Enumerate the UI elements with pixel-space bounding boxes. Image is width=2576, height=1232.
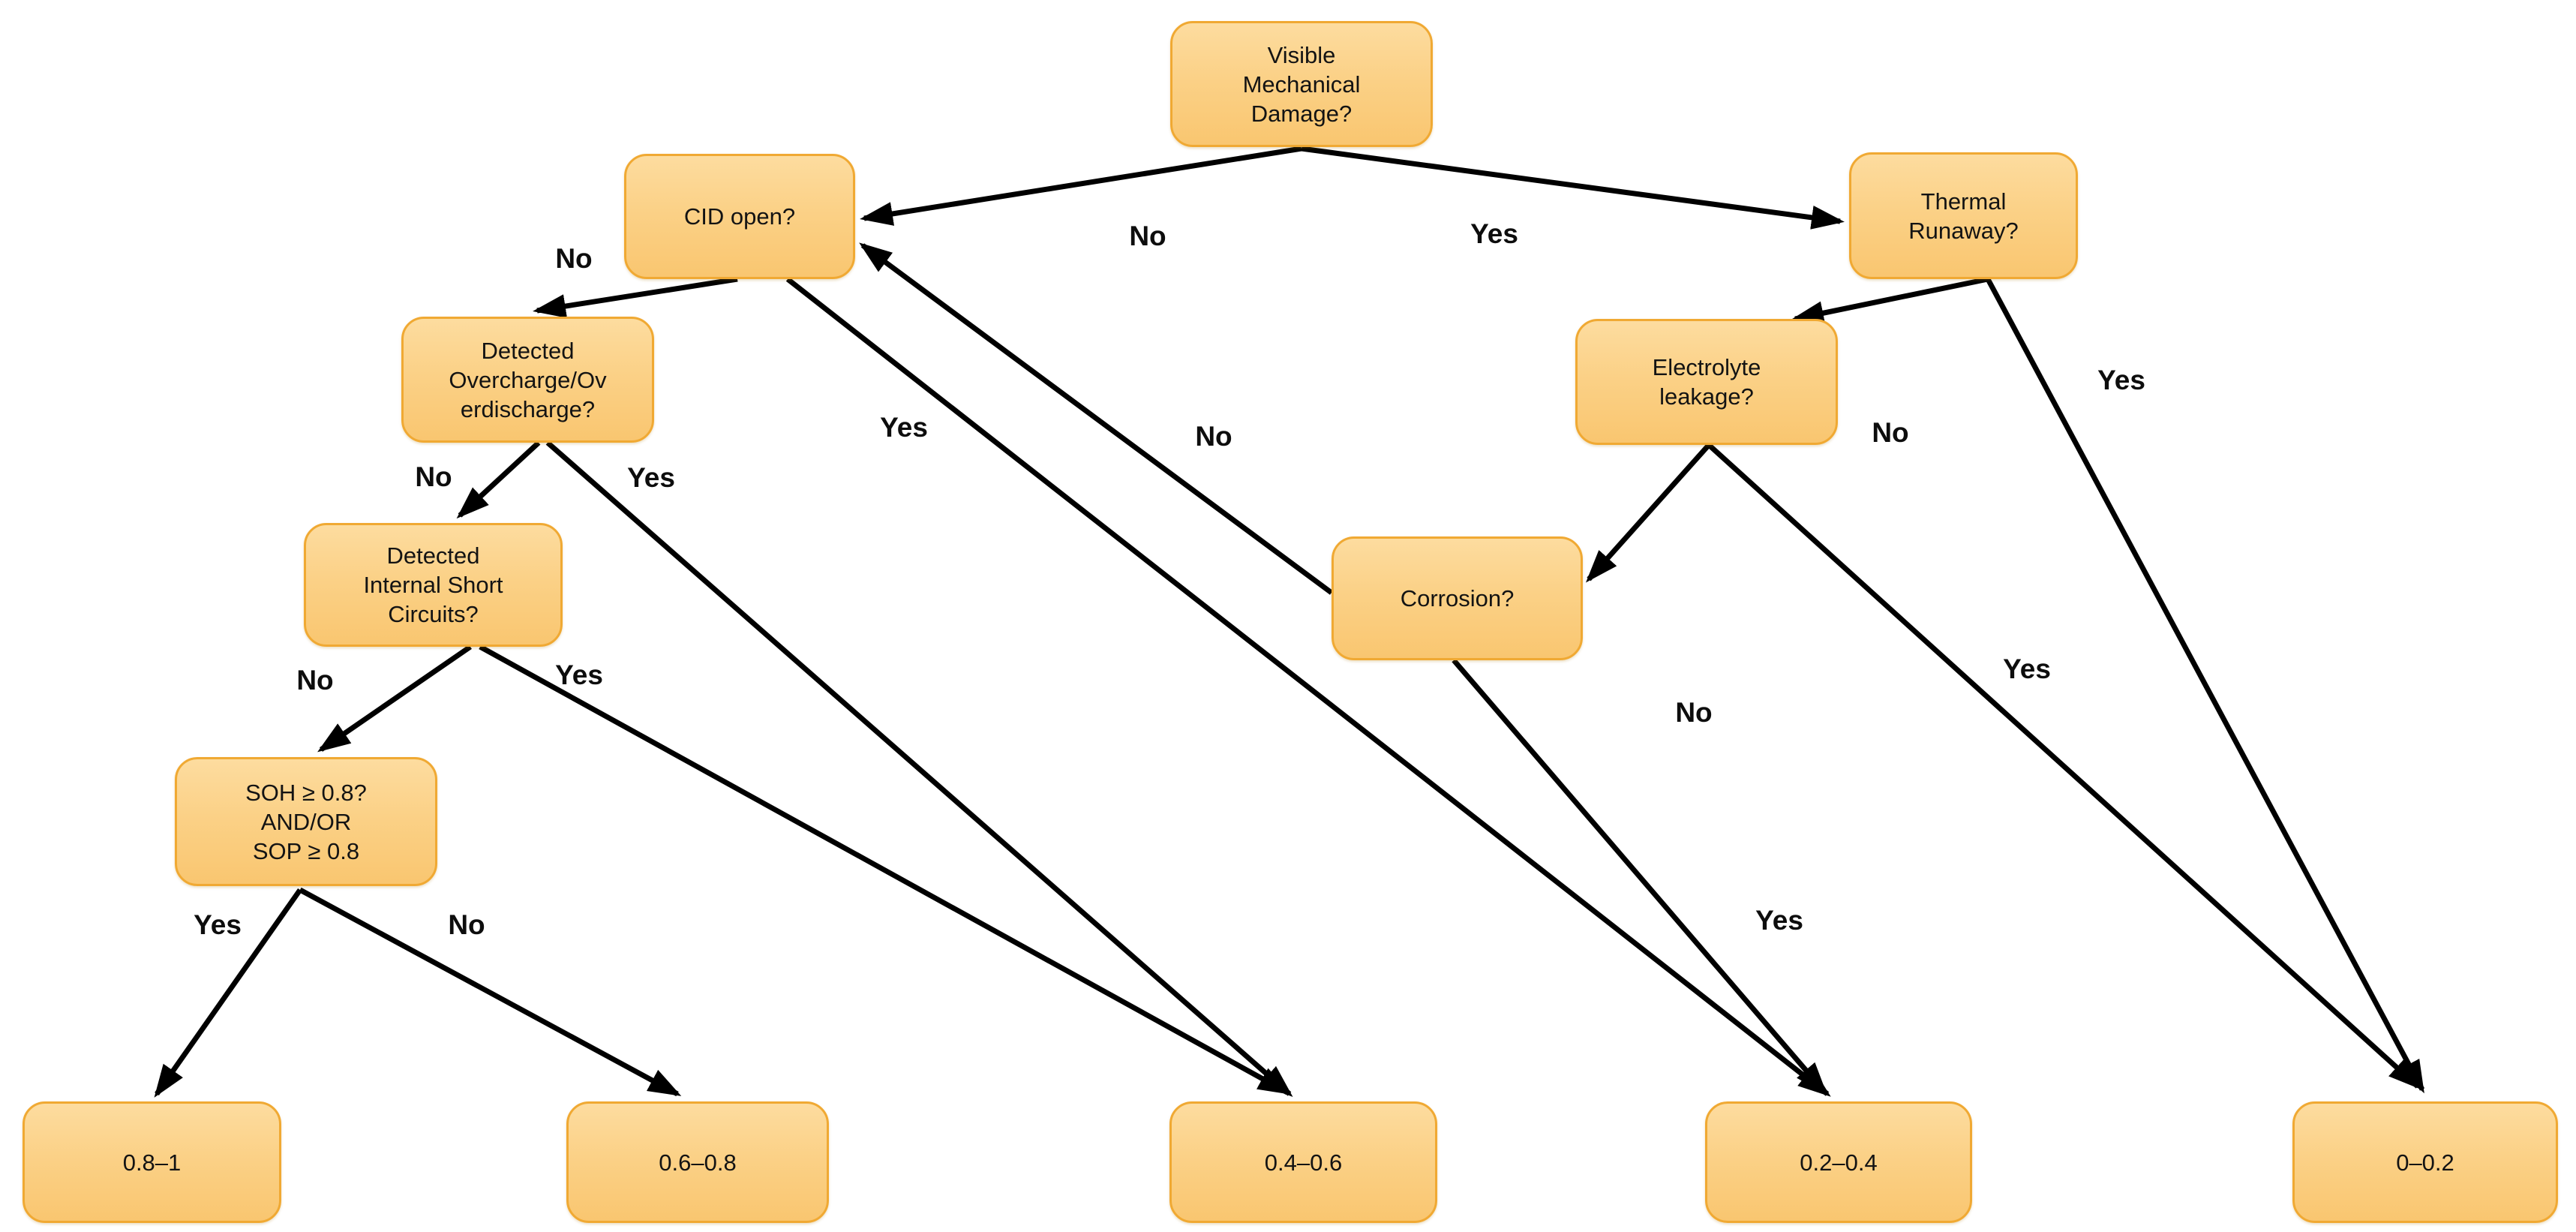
node-score-06-08: 0.6–0.8: [566, 1101, 829, 1223]
edge-label-soh-sop-yes: Yes: [194, 909, 242, 940]
node-score-02-04: 0.2–0.4: [1705, 1101, 1972, 1223]
edge-detected-overcharge-to-score-04-06: [545, 440, 1293, 1097]
node-label-line: Overcharge/Ov: [449, 366, 607, 393]
edge-label-corrosion-yes: Yes: [1755, 905, 1803, 936]
edge-label-cid-open-yes: Yes: [880, 412, 928, 443]
node-label-line: Detected: [386, 542, 480, 569]
edge-detected-internal-short-to-score-04-06: [479, 644, 1292, 1095]
edge-thermal-runaway-to-electrolyte-leakage: [1791, 276, 1989, 325]
edge-label-soh-sop-no: No: [448, 909, 485, 940]
node-label-line: 0–0.2: [2396, 1149, 2454, 1176]
edge-label-thermal-runaway-no: No: [1872, 417, 1909, 448]
edge-label-corrosion-no: No: [1195, 421, 1232, 452]
edge-soh-sop-to-score-06-08: [299, 887, 682, 1097]
node-label-line: CID open?: [683, 203, 796, 230]
node-label-cid-open: CID open?: [684, 202, 795, 231]
edge-label-electrolyte-leakage-yes: Yes: [2003, 654, 2051, 684]
node-label-line: erdischarge?: [460, 395, 596, 422]
edge-label-detected-overcharge-no: No: [415, 461, 452, 492]
node-label-line: 0.4–0.6: [1264, 1149, 1343, 1176]
node-label-line: leakage?: [1659, 383, 1754, 410]
edge-thermal-runaway-to-score-0-02: [1985, 278, 2425, 1094]
node-label-line: Detected: [481, 337, 575, 364]
node-label-line: Thermal: [1920, 188, 2007, 215]
node-label-score-06-08: 0.6–0.8: [659, 1148, 736, 1177]
edge-corrosion-to-score-02-04: [1452, 658, 1827, 1095]
edge-label-detected-internal-short-yes: Yes: [555, 660, 603, 690]
node-label-score-04-06: 0.4–0.6: [1265, 1148, 1342, 1177]
edge-electrolyte-leakage-to-score-0-02: [1707, 443, 2421, 1090]
node-label-line: Visible: [1267, 41, 1336, 68]
node-label-line: SOP ≥ 0.8: [252, 837, 360, 864]
node-score-0-02: 0–0.2: [2292, 1101, 2558, 1223]
edge-soh-sop-to-score-08-1: [154, 888, 302, 1098]
edges-group: [154, 146, 2425, 1098]
edge-label-detected-overcharge-yes: Yes: [627, 462, 675, 493]
node-label-line: Electrolyte: [1652, 354, 1761, 380]
node-label-line: 0.8–1: [122, 1149, 182, 1176]
edge-label-thermal-runaway-yes: Yes: [2097, 365, 2145, 395]
node-cid-open: CID open?: [624, 154, 855, 279]
edge-corrosion-to-cid-open: [859, 242, 1334, 595]
edge-label-electrolyte-leakage-no: No: [1675, 697, 1713, 728]
edge-label-visible-mechanical-damage-no: No: [1129, 221, 1166, 251]
node-label-line: AND/OR: [260, 808, 352, 835]
edge-electrolyte-leakage-to-corrosion: [1586, 443, 1711, 583]
node-label-line: Runaway?: [1908, 217, 2019, 244]
edge-visible-mechanical-damage-to-cid-open: [860, 146, 1302, 226]
node-score-04-06: 0.4–0.6: [1169, 1101, 1437, 1223]
edge-detected-overcharge-to-detected-internal-short: [456, 440, 541, 519]
edge-cid-open-to-score-02-04: [785, 277, 1831, 1097]
node-label-score-02-04: 0.2–0.4: [1800, 1148, 1877, 1177]
edge-cid-open-to-detected-overcharge: [533, 276, 738, 318]
node-label-line: Circuits?: [388, 601, 479, 627]
node-label-line: Internal Short: [363, 572, 503, 598]
node-label-line: Damage?: [1250, 100, 1353, 127]
node-label-line: Corrosion?: [1400, 585, 1515, 611]
node-label-corrosion: Corrosion?: [1401, 584, 1515, 613]
node-label-score-08-1: 0.8–1: [123, 1148, 182, 1177]
edge-detected-internal-short-to-soh-sop: [317, 645, 472, 753]
edge-label-visible-mechanical-damage-yes: Yes: [1470, 218, 1518, 249]
node-label-line: 0.2–0.4: [1800, 1149, 1878, 1176]
edge-label-cid-open-no: No: [555, 243, 593, 274]
edge-label-detected-internal-short-no: No: [296, 665, 334, 696]
node-label-electrolyte-leakage: Electrolyte leakage?: [1653, 353, 1761, 411]
edge-visible-mechanical-damage-to-thermal-runaway: [1301, 146, 1845, 230]
node-score-08-1: 0.8–1: [23, 1101, 281, 1223]
node-label-score-0-02: 0–0.2: [2396, 1148, 2454, 1177]
node-label-line: Mechanical: [1242, 71, 1361, 98]
node-electrolyte-leakage: Electrolyte leakage?: [1575, 319, 1838, 445]
node-corrosion: Corrosion?: [1332, 536, 1583, 660]
node-label-line: SOH ≥ 0.8?: [245, 779, 367, 806]
node-label-line: 0.6–0.8: [659, 1149, 737, 1176]
